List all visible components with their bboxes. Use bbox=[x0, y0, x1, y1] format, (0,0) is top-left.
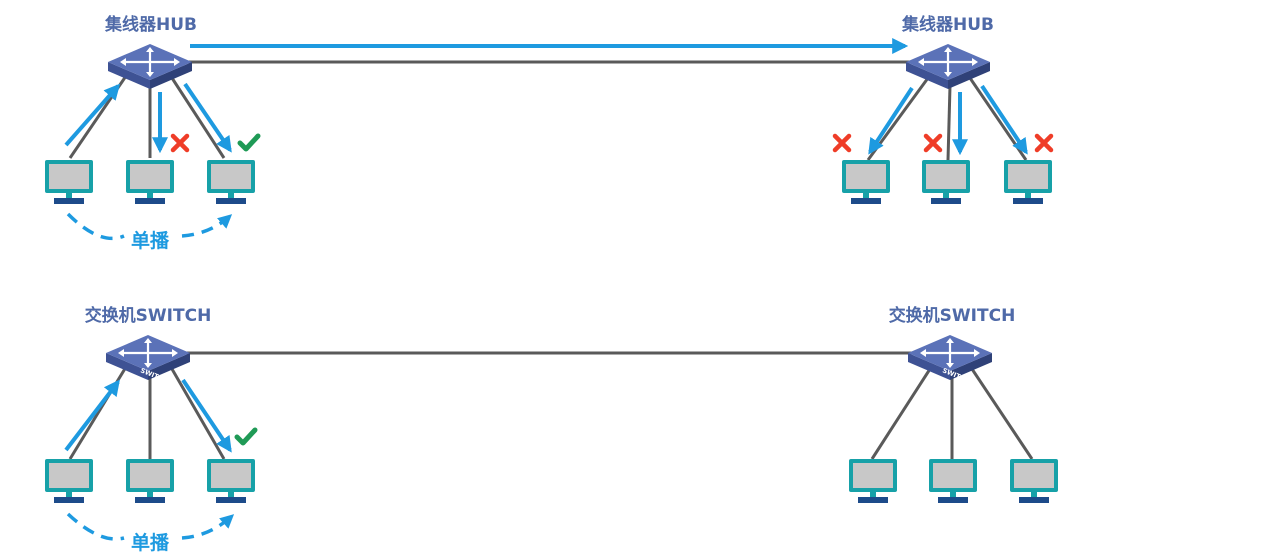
switch-left-icon: SWITCH bbox=[106, 335, 190, 385]
hub-left-label: 集线器HUB bbox=[105, 15, 197, 35]
hub-arrow-down-pc3 bbox=[183, 82, 232, 153]
switch-left-link-pc1 bbox=[68, 366, 128, 460]
switch-right-pc3-icon bbox=[1010, 459, 1058, 503]
switch-left-pc3-check-icon bbox=[234, 427, 258, 446]
switch-right-link-pc1 bbox=[870, 368, 932, 460]
hub-right-pc3-cross-icon bbox=[1034, 133, 1054, 153]
switch-left-link-pc3 bbox=[170, 368, 226, 460]
switch-right-icon: SWITCH bbox=[908, 335, 992, 385]
hub-unicast-curve-left bbox=[66, 212, 125, 241]
unicast-label-top: 单播 bbox=[130, 230, 170, 252]
hub-right-arrow-pc3 bbox=[980, 84, 1028, 155]
hub-right-pc2-cross-icon bbox=[923, 133, 943, 153]
hub-left-link-pc3 bbox=[170, 77, 226, 159]
switch-right-pc1-icon bbox=[849, 459, 897, 503]
hub-left-pc3-check-icon bbox=[237, 133, 261, 152]
switch-left-label: 交换机SWITCH bbox=[84, 306, 212, 326]
switch-left-pc1-icon bbox=[45, 459, 93, 503]
switch-left-pc3-icon bbox=[207, 459, 255, 503]
switch-unicast-curve-right bbox=[181, 514, 235, 540]
hub-right-link-pc3 bbox=[968, 77, 1028, 161]
hub-arrow-up bbox=[64, 83, 121, 147]
hub-left-pc2-cross-icon bbox=[170, 133, 190, 153]
hub-right-pc1-icon bbox=[842, 160, 890, 204]
hub-right-label: 集线器HUB bbox=[902, 15, 994, 35]
hub-left-pc1-icon bbox=[45, 160, 93, 204]
hub-right-link-pc1 bbox=[866, 77, 930, 161]
hub-right-pc3-icon bbox=[1004, 160, 1052, 204]
switch-right-label: 交换机SWITCH bbox=[888, 306, 1016, 326]
hub-right-arrow-pc1 bbox=[868, 86, 914, 155]
switch-arrow-up bbox=[64, 379, 120, 452]
switch-right-link-pc3 bbox=[970, 368, 1034, 460]
switch-unicast-curve-left bbox=[66, 512, 125, 541]
hub-left-pc2-icon bbox=[126, 160, 174, 204]
hub-right-pc1-cross-icon bbox=[832, 133, 852, 153]
hub-right-pc2-icon bbox=[922, 160, 970, 204]
hub-right-icon bbox=[906, 44, 990, 89]
hub-right-link-pc2 bbox=[946, 85, 952, 161]
switch-right-pc2-icon bbox=[929, 459, 977, 503]
hub-left-pc3-icon bbox=[207, 160, 255, 204]
switch-left-pc2-icon bbox=[126, 459, 174, 503]
unicast-label-bottom: 单播 bbox=[130, 532, 170, 554]
switch-arrow-down-pc3 bbox=[181, 378, 232, 453]
hub-unicast-curve-right bbox=[181, 214, 233, 238]
hub-left-icon bbox=[108, 44, 192, 89]
